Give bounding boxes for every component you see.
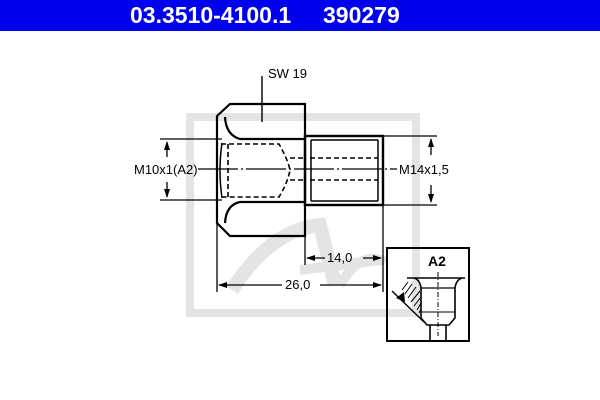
wrench-size-label: SW 19 [268, 66, 308, 81]
detail-label: A2 [428, 253, 446, 269]
total-length-label: 26,0 [285, 277, 311, 292]
length-dimensions [216, 205, 384, 292]
inner-thread-label: M10x1(A2) [134, 162, 198, 177]
part-number: 03.3510-4100.1 [130, 2, 292, 28]
title-bar: 03.3510-4100.1 390279 [0, 0, 600, 31]
ate-watermark-icon [186, 113, 420, 317]
inner-thread [221, 143, 305, 198]
outer-thread-label: M14x1,5 [399, 162, 449, 177]
article-code: 390279 [323, 2, 400, 28]
detail-a2-box [386, 247, 470, 342]
m10-dimension [160, 138, 222, 201]
threaded-shank [303, 134, 385, 207]
thread-length-label: 14,0 [327, 250, 353, 265]
hex-head [215, 102, 307, 238]
m14-dimension [383, 135, 437, 206]
